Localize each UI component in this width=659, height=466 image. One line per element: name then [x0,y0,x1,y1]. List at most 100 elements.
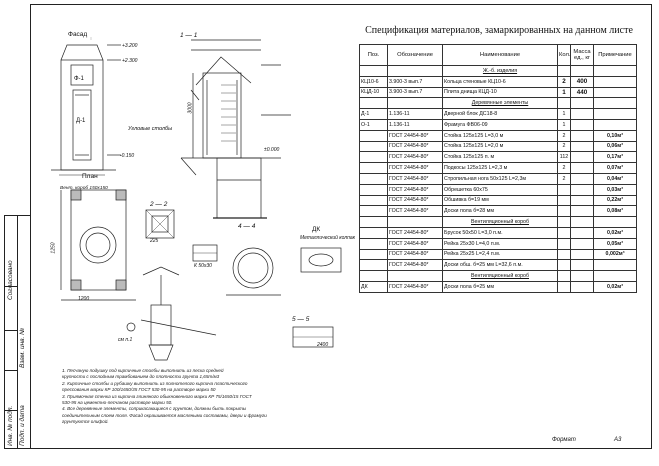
label-section-2-2: 2 — 2 [150,201,168,208]
label-corner-post: Угловые столбы [128,126,173,132]
dim-1250: 1250 [50,242,57,254]
cell-qty [557,97,571,110]
cell-name: Стойка 125x125 п. м [442,151,558,164]
cell-note: 0,05м³ [593,237,637,250]
dim-2400: 2400 [317,342,329,348]
cell-name: Фрамуга ФВ06-09 [442,118,558,131]
cell-qty: 1 [557,86,571,99]
sheet-frame [30,4,652,449]
cell-designation: ГОСТ 24454-80* [387,226,443,239]
label-section-4-4: 4 — 4 [238,223,256,230]
cell-name: Брусок 50x50 L=3,0 п.м. [442,226,558,239]
level-zero: ±0.000 [264,147,280,153]
cell-name: Кольца стеновые КЦ10-6 [442,75,558,88]
cell-name: Рейка 25x25 L=2,4 п.м. [442,248,558,261]
cell-poz [359,129,388,142]
level-low: -0.150 [120,153,135,159]
construction-drawing [51,37,342,361]
level-mid: +2.300 [122,58,138,64]
cell-mass [570,129,594,142]
cell-note: 0,04м³ [593,172,637,185]
cell-designation: ГОСТ 24454-80* [387,259,443,272]
cell-name: Плита днища КЦД-10 [442,86,558,99]
cell-mass [570,280,594,293]
side-replace-inv: Взам. инв. № [19,327,26,368]
format-value: А3 [614,437,622,443]
cell-poz [359,205,388,218]
spec-row: Деревянные элементы [359,97,637,110]
cell-poz: КЦД-10 [359,86,388,99]
cell-qty: 1 [557,118,571,131]
spec-row: ГОСТ 24454-80*Стропильная нога 50x125 L=… [359,172,637,185]
note-line: 4. Все деревянные элементы, соприкасающи… [62,406,247,412]
spec-row: ГОСТ 24454-80*Доски обш. б=25 мм L=32,6 … [359,259,637,272]
cell-designation: ГОСТ 24454-80* [387,151,443,164]
cell-designation: ГОСТ 24454-80* [387,183,443,196]
note-line: крупности с послойным трамбованием до пл… [62,374,220,380]
cell-note: 0,02м³ [593,280,637,293]
cell-designation: ГОСТ 24454-80* [387,129,443,142]
pit-section [216,157,262,219]
label-vent: Вент. короб 150x150 [60,186,108,191]
cell-poz [359,194,388,207]
spec-table: Поз. Обозначение Наименование Кол. Масса… [359,44,637,293]
spec-title: Спецификация материалов, замаркированных… [365,25,633,36]
cell-designation: ГОСТ 24454-80* [387,162,443,174]
cell-name: Обрешетка 60x75 [442,183,558,196]
cell-note [593,86,637,99]
cell-qty [557,194,571,207]
cell-qty: 2 [557,172,571,185]
cell-poz: КЦ10-6 [359,75,388,88]
cell-qty: 2 [557,162,571,174]
cell-designation: ГОСТ 24454-80* [387,280,443,293]
cell-poz [359,65,388,77]
cell-qty [557,205,571,218]
label-section-5-5: 5 — 5 [292,316,310,323]
cell-poz [359,172,388,185]
dim-1200: 1200 [78,296,90,302]
level-top: +3.200 [122,43,138,49]
cell-note [593,270,637,282]
cell-designation: 1.136-11 [387,118,443,131]
cell-mass [570,205,594,218]
cell-poz [359,97,388,110]
cell-poz: Д-1 [359,108,388,120]
cell-designation: 1.136-11 [387,108,443,120]
label-section-1-1: 1 — 1 [180,32,198,39]
cell-qty [557,259,571,272]
plan-outline [70,189,127,291]
spec-row: ГОСТ 24454-80*Рейка 25x25 L=2,4 п.м.0,00… [359,248,637,261]
cell-mass [570,108,594,120]
note-line: соединительным слоем толя. Фасад окрашив… [62,412,267,418]
cell-mass [570,194,594,207]
ring-4-4 [232,247,274,289]
note-line: 3. Приямочная стенка из кирпича глиняног… [62,393,252,399]
cell-mass: 400 [570,75,594,88]
cell-mass [570,226,594,239]
cell-poz [359,270,388,282]
cell-poz [359,248,388,261]
side-stamp [4,215,30,449]
cell-note: 0,002м³ [593,248,637,261]
note-line: грунтуются олифой. [62,419,109,425]
cell-mass [570,270,594,282]
format-label: Формат [552,437,576,443]
cell-qty [557,183,571,196]
cell-poz [359,151,388,164]
cell-mass [570,259,594,272]
cell-mass [570,248,594,261]
note-line: 2. Кирпичные столбы и рубашку выполнить … [62,380,248,386]
cell-designation: ГОСТ 24454-80* [387,205,443,218]
cell-designation: ГОСТ 24454-80* [387,194,443,207]
note-line: 530-95 на цементно-песчаном растворе мар… [62,400,173,406]
